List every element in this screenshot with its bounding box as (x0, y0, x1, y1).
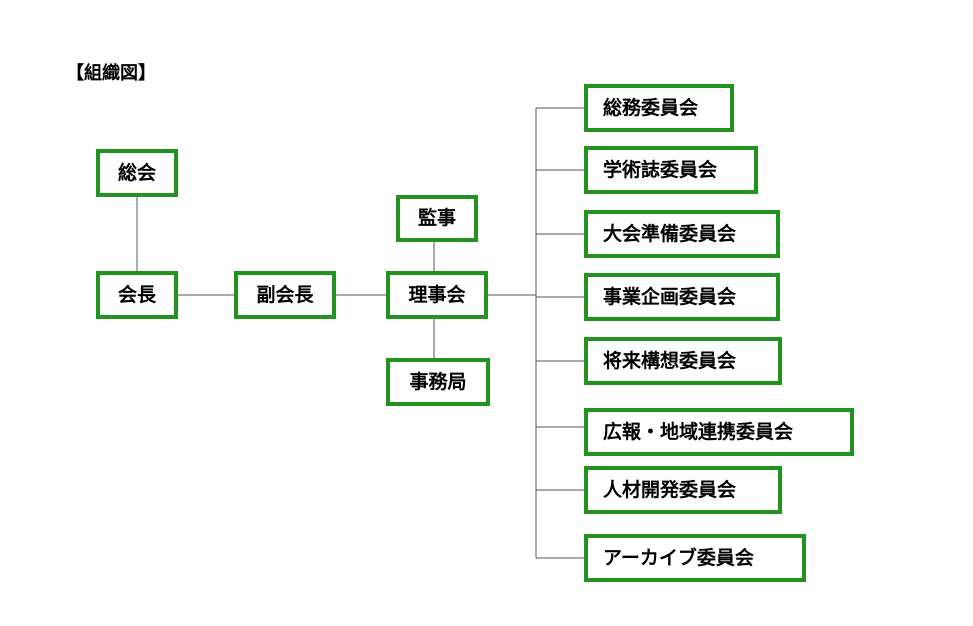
node-rijikai-label: 理事会 (408, 283, 466, 306)
node-kaicho-label: 会長 (117, 283, 156, 306)
node-jimukyoku-label: 事務局 (409, 370, 467, 393)
committee-label: 人材開発委員会 (603, 478, 737, 501)
committee-label: 大会準備委員会 (603, 222, 737, 245)
committee-label: 広報・地域連携委員会 (603, 420, 794, 443)
node-kaicho: 会長 (96, 271, 178, 319)
node-kanji: 監事 (396, 195, 478, 242)
node-jimukyoku: 事務局 (386, 358, 490, 406)
node-soukai-label: 総会 (117, 161, 156, 184)
node-soukai: 総会 (96, 149, 178, 197)
node-kanji-label: 監事 (417, 207, 456, 229)
committee-box: 事業企画委員会 (584, 273, 780, 321)
committee-box: 総務委員会 (584, 84, 734, 132)
committee-box: アーカイブ委員会 (584, 534, 806, 582)
committee-box: 広報・地域連携委員会 (584, 408, 854, 456)
node-fukukaicho-label: 副会長 (256, 283, 314, 306)
committee-label: 将来構想委員会 (603, 349, 737, 372)
node-rijikai: 理事会 (386, 271, 488, 319)
committee-box: 将来構想委員会 (584, 337, 782, 385)
node-fukukaicho: 副会長 (234, 271, 336, 319)
committee-box: 人材開発委員会 (584, 466, 782, 514)
committee-label: 事業企画委員会 (603, 285, 737, 308)
committee-label: アーカイブ委員会 (603, 546, 754, 569)
committee-box: 大会準備委員会 (584, 210, 780, 258)
committee-label: 総務委員会 (603, 96, 699, 119)
committee-label: 学術誌委員会 (603, 158, 718, 181)
diagram-title: 【組織図】 (66, 63, 156, 84)
committee-box: 学術誌委員会 (584, 146, 758, 194)
